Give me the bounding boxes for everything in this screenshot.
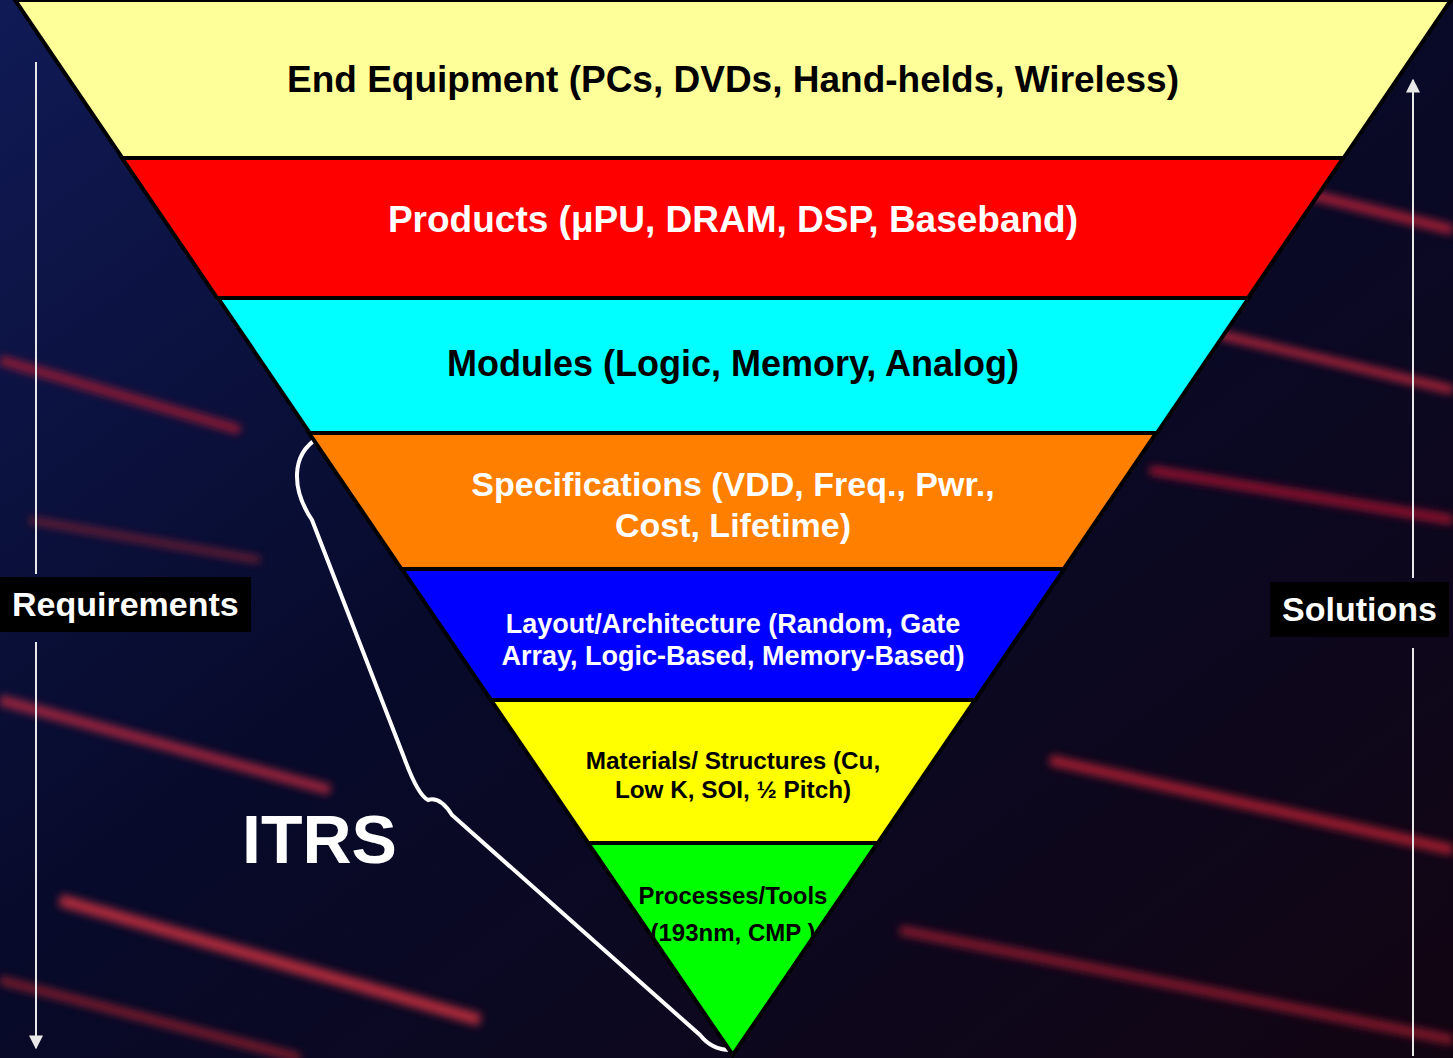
light-streak [60, 900, 480, 1020]
pyramid-band: Specifications (VDD, Freq., Pwr., Cost, … [309, 433, 1156, 569]
band-fill [588, 843, 878, 1055]
band-fill [218, 298, 1249, 433]
pyramid-band: End Equipment (PCs, DVDs, Hand-helds, Wi… [15, 0, 1451, 158]
pyramid-band: Layout/Architecture (Random, Gate Array,… [402, 569, 1064, 700]
light-streak [900, 930, 1453, 1040]
band-label: Layout/Architecture (Random, Gate Array,… [498, 608, 968, 673]
band-fill [15, 0, 1451, 158]
pyramid-band: Modules (Logic, Memory, Analog) [218, 298, 1249, 433]
light-streaks [0, 150, 1453, 1058]
band-label: End Equipment (PCs, DVDs, Hand-helds, Wi… [287, 58, 1179, 102]
band-label: Specifications (VDD, Freq., Pwr., Cost, … [433, 464, 1033, 546]
band-fill [402, 569, 1064, 700]
band-fill [491, 700, 975, 843]
pyramid-band: Processes/Tools (193nm, CMP ) [588, 843, 878, 1055]
solutions-arrow [1412, 80, 1414, 578]
band-label: Materials/ Structures (Cu, Low K, SOI, ½… [568, 746, 898, 804]
light-streak [0, 700, 330, 790]
band-label: Processes/Tools (193nm, CMP ) [623, 877, 843, 951]
requirements-arrow [35, 642, 37, 1048]
requirements-arrow [35, 62, 37, 574]
axis-label: Requirements [0, 577, 251, 632]
pyramid-band: Materials/ Structures (Cu, Low K, SOI, ½… [491, 700, 975, 843]
band-shape [588, 843, 878, 1055]
light-streak [30, 520, 260, 560]
light-streak [1150, 470, 1453, 520]
roadmap-label: ITRS [242, 800, 397, 878]
solutions-arrow [1412, 648, 1414, 1056]
light-streak [1200, 330, 1453, 390]
band-label: Modules (Logic, Memory, Analog) [447, 342, 1019, 385]
band-label: Products (μPU, DRAM, DSP, Baseband) [388, 198, 1078, 242]
band-fill [309, 433, 1156, 569]
light-streak [0, 980, 300, 1058]
light-streak [1050, 760, 1453, 850]
axis-label: Solutions [1270, 582, 1449, 637]
pyramid-band: Products (μPU, DRAM, DSP, Baseband) [122, 158, 1343, 298]
band-fill [122, 158, 1343, 298]
